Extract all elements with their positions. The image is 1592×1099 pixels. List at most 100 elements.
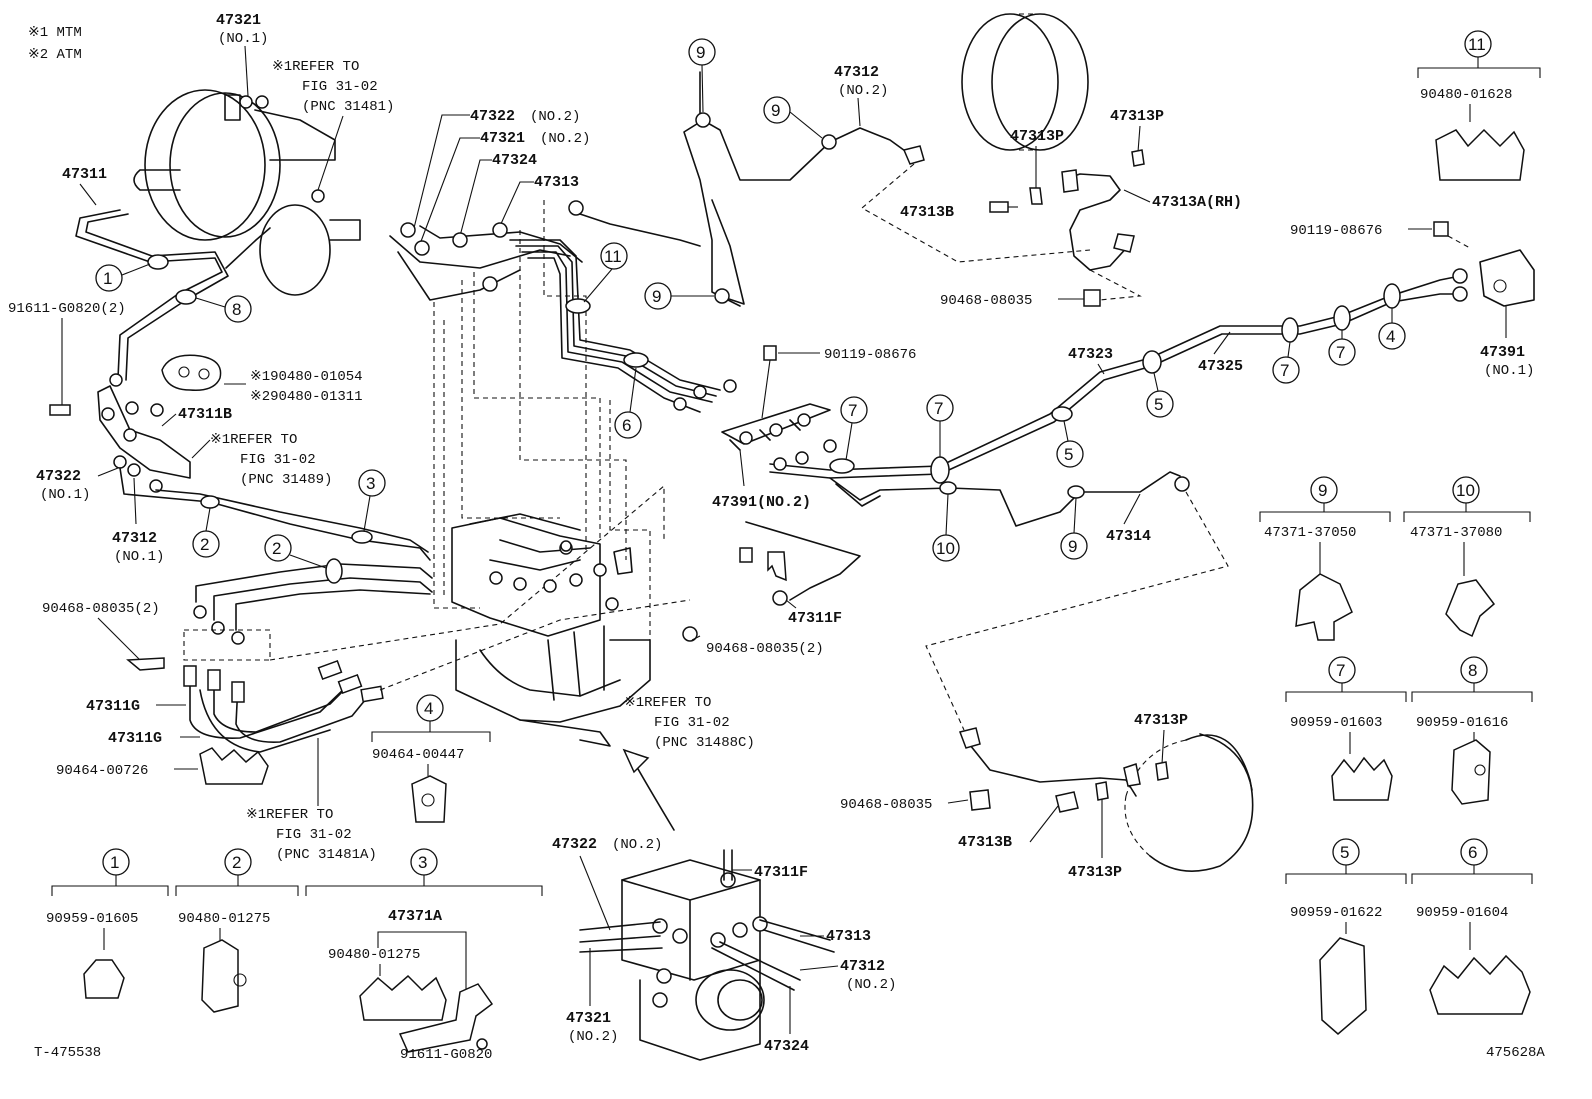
label-47311g-1: 47311G [86, 698, 140, 715]
callout-4-b: 4 [424, 699, 433, 718]
callout-5-b: 5 [1154, 395, 1163, 414]
label-47311g-2: 47311G [108, 730, 162, 747]
callout-9-b: 9 [771, 101, 780, 120]
label-47311: 47311 [62, 166, 107, 183]
label-90468-08035-1: 90468-08035 [940, 293, 1032, 309]
label-90119-08676-1: 90119-08676 [1290, 223, 1382, 239]
wheel-drum-lower [1124, 733, 1254, 872]
label-47313p-2: 47313P [1110, 108, 1164, 125]
label-47313a-rh: 47313A(RH) [1152, 194, 1242, 211]
label-47314: 47314 [1106, 528, 1151, 545]
footer-left-code: T-475538 [34, 1045, 101, 1061]
label-90959-01622: 90959-01622 [1290, 905, 1382, 921]
callout-7-a: 7 [848, 401, 857, 420]
label-47324-bot: 47324 [764, 1038, 809, 1055]
callout-6-a: 6 [622, 416, 631, 435]
label-47325: 47325 [1198, 358, 1243, 375]
label-no1-b: (NO.1) [40, 487, 90, 503]
label-47322-no1: 47322 [36, 468, 81, 485]
callout-10-legend: 10 [1456, 481, 1475, 500]
label-90119-08676-2: 90119-08676 [824, 347, 916, 363]
label-no2-f: (NO.2) [568, 1029, 618, 1045]
dashed-guides-left [269, 200, 691, 691]
label-47311f-1: 47311F [788, 610, 842, 627]
label-no1-a: (NO.1) [218, 31, 268, 47]
ref-d-line2: FIG 31-02 [276, 827, 352, 843]
label-47313b-2: 47313B [958, 834, 1012, 851]
label-90464-00726: 90464-00726 [56, 763, 148, 779]
callout-7-b: 7 [934, 399, 943, 418]
label-91611-g0820-2: 91611-G0820(2) [8, 301, 126, 317]
label-no2-c: (NO.2) [838, 83, 888, 99]
label-91611-g0820: 91611-G0820 [400, 1047, 492, 1063]
label-no1-d: (NO.1) [1484, 363, 1534, 379]
wheel-drum-upper [961, 13, 1089, 151]
callout-3-legend: 3 [418, 853, 427, 872]
label-47312-bot: 47312 [840, 958, 885, 975]
callout-7-legend: 7 [1336, 661, 1345, 680]
label-90480-01054: ※190480-01054 [250, 369, 363, 385]
label-47323: 47323 [1068, 346, 1113, 363]
label-47321-no2: 47321 [480, 130, 525, 147]
callout-9-d: 9 [1068, 537, 1077, 556]
abs-actuator-drawing [451, 513, 651, 747]
label-90468-08035-2a: 90468-08035(2) [42, 601, 160, 617]
note-mtm: ※1 MTM [28, 25, 82, 41]
callout-1-a: 1 [103, 269, 112, 288]
callout-2-b: 2 [272, 539, 281, 558]
label-47324-top: 47324 [492, 152, 537, 169]
label-47371-37080: 47371-37080 [1410, 525, 1502, 541]
label-47311f-2: 47311F [754, 864, 808, 881]
callout-1-legend: 1 [110, 853, 119, 872]
callout-7-c: 7 [1280, 361, 1289, 380]
label-47311b: 47311B [178, 406, 232, 423]
label-no2-e: (NO.2) [846, 977, 896, 993]
label-no2-b: (NO.2) [540, 131, 590, 147]
ref-b-line2: FIG 31-02 [240, 452, 316, 468]
label-no2-d: (NO.2) [612, 837, 662, 853]
label-47313p-3: 47313P [1134, 712, 1188, 729]
label-47391-no2: 47391(NO.2) [712, 494, 811, 511]
label-47312-no1: 47312 [112, 530, 157, 547]
callout-5-a: 5 [1064, 445, 1073, 464]
callout-4-a: 4 [1386, 327, 1395, 346]
label-47371-37050: 47371-37050 [1264, 525, 1356, 541]
label-90468-08035-2b: 90468-08035(2) [706, 641, 824, 657]
callout-5-legend: 5 [1340, 843, 1349, 862]
label-90959-01603: 90959-01603 [1290, 715, 1382, 731]
ref-b-line3: (PNC 31489) [240, 472, 332, 488]
note-atm: ※2 ATM [28, 47, 82, 63]
callout-2-a: 2 [200, 535, 209, 554]
callout-9-legend: 9 [1318, 481, 1327, 500]
label-47321-bot: 47321 [566, 1010, 611, 1027]
callout-9-c: 9 [652, 287, 661, 306]
label-no2-a: (NO.2) [530, 109, 580, 125]
ref-a-line2: FIG 31-02 [302, 79, 378, 95]
callout-8-legend: 8 [1468, 661, 1477, 680]
ref-a-line3: (PNC 31481) [302, 99, 394, 115]
callout-2-legend: 2 [232, 853, 241, 872]
label-47313-bot: 47313 [826, 928, 871, 945]
label-47313b-1: 47313B [900, 204, 954, 221]
label-47391-no1: 47391 [1480, 344, 1525, 361]
footer-right-code: 475628A [1486, 1045, 1545, 1061]
ref-a-line1: ※1REFER TO [272, 59, 359, 75]
label-90480-01275-a: 90480-01275 [178, 911, 270, 927]
label-47371a: 47371A [388, 908, 442, 925]
label-47322-no2: 47322 [470, 108, 515, 125]
label-47313-top: 47313 [534, 174, 579, 191]
label-90480-01275-b: 90480-01275 [328, 947, 420, 963]
label-90959-01605: 90959-01605 [46, 911, 138, 927]
brake-booster-drawing [133, 89, 361, 296]
callout-11-b: 11 [1468, 35, 1486, 54]
callout-3-a: 3 [366, 474, 375, 493]
label-90468-08035-3: 90468-08035 [840, 797, 932, 813]
callout-10-a: 10 [936, 539, 955, 558]
ref-d-line1: ※1REFER TO [246, 807, 333, 823]
ref-c-line3: (PNC 31488C) [654, 735, 755, 751]
label-90959-01616: 90959-01616 [1416, 715, 1508, 731]
label-47313p-4: 47313P [1068, 864, 1122, 881]
label-47313p-1: 47313P [1010, 128, 1064, 145]
label-47322-bot: 47322 [552, 836, 597, 853]
